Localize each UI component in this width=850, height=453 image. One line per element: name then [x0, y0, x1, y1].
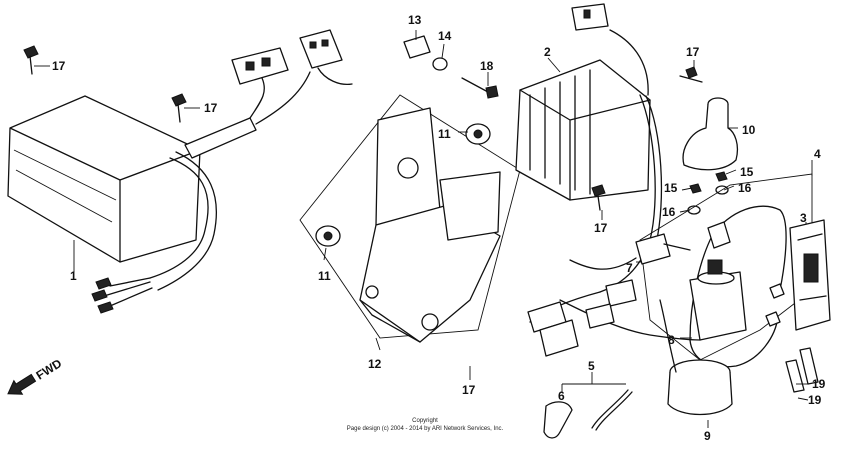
nut-15-a[interactable] — [715, 171, 728, 182]
fuse-holder[interactable] — [789, 219, 831, 331]
regulator-harness — [599, 29, 663, 293]
callout-11-upper: 11 — [438, 127, 451, 141]
callout-5: 5 — [588, 359, 595, 373]
callout-4: 4 — [814, 147, 821, 161]
callout-15-a: 15 — [740, 165, 754, 179]
connector-block-b[interactable] — [299, 29, 353, 86]
connector-block-a[interactable] — [231, 47, 289, 85]
callout-15-b: 15 — [664, 181, 678, 195]
callout-18: 18 — [480, 59, 494, 73]
cdi-unit[interactable] — [7, 95, 218, 314]
wire-5[interactable] — [591, 389, 633, 431]
cdi-harness — [184, 71, 311, 159]
sub-harness[interactable] — [639, 173, 813, 368]
bolt-17-center[interactable] — [591, 184, 606, 211]
starter-relay[interactable] — [635, 233, 691, 265]
callout-16-a: 16 — [738, 181, 752, 195]
grommet-11-b[interactable] — [315, 225, 341, 247]
callout-6: 6 — [558, 389, 565, 403]
callout-7: 7 — [626, 261, 633, 275]
callout-13: 13 — [408, 13, 422, 27]
callout-19-b: 19 — [808, 393, 822, 407]
callout-14: 14 — [438, 29, 452, 43]
copyright-line-1: Copyright — [412, 418, 438, 424]
bolt-17-left-mid[interactable] — [171, 93, 187, 123]
callout-10: 10 — [742, 123, 756, 137]
bolt-17-right-top[interactable] — [679, 66, 703, 83]
callout-17-right: 17 — [686, 45, 700, 59]
callout-17-left-mid: 17 — [204, 101, 218, 115]
grommet-11-a[interactable] — [465, 123, 491, 145]
bolt-17-left-top[interactable] — [23, 45, 39, 75]
callout-1: 1 — [70, 269, 77, 283]
regulator-rectifier[interactable] — [515, 59, 651, 201]
callout-19-a: 19 — [812, 377, 826, 391]
coil-cover[interactable] — [682, 97, 739, 171]
callout-17-bottom: 17 — [462, 383, 476, 397]
callout-12: 12 — [368, 357, 382, 371]
callout-17-center: 17 — [594, 221, 608, 235]
connector-center-d[interactable] — [585, 303, 615, 329]
collar-13[interactable] — [403, 35, 431, 59]
callout-3: 3 — [800, 211, 807, 225]
connector-center-b[interactable] — [539, 319, 579, 357]
leader-lines — [34, 30, 813, 428]
fwd-label: FWD — [34, 356, 65, 383]
boot-6[interactable] — [543, 401, 573, 439]
callout-17-left-top: 17 — [52, 59, 66, 73]
callout-2: 2 — [544, 45, 551, 59]
coil-boot[interactable] — [667, 359, 733, 416]
ignition-coil[interactable] — [689, 259, 747, 341]
callout-11-lower: 11 — [318, 269, 331, 283]
callout-9: 9 — [704, 429, 711, 443]
fwd-arrow-icon: FWD — [7, 356, 65, 395]
connector-top-right[interactable] — [571, 3, 609, 31]
washer-14[interactable] — [432, 57, 448, 71]
callout-8: 8 — [668, 333, 675, 347]
callout-16-b: 16 — [662, 205, 676, 219]
copyright-line-2: Page design (c) 2004 - 2014 by ARI Netwo… — [347, 426, 504, 432]
fuse-19-a[interactable] — [785, 359, 805, 393]
mounting-bracket[interactable] — [299, 94, 521, 343]
bolt-18[interactable] — [461, 77, 499, 99]
nut-15-b[interactable] — [689, 183, 702, 194]
fuse-19-b[interactable] — [799, 347, 819, 385]
connector-center-c[interactable] — [605, 279, 637, 307]
